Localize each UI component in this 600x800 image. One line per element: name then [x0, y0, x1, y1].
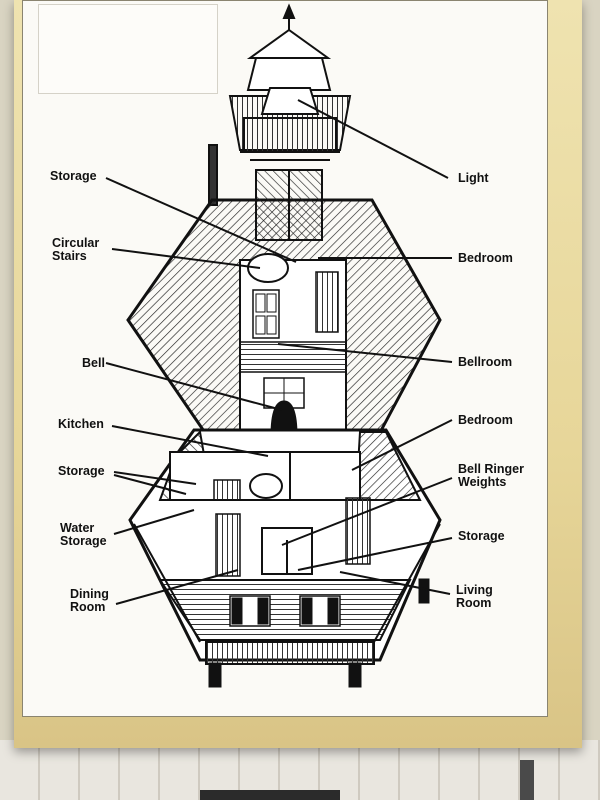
- leader-lines: [105, 99, 453, 605]
- label-bell-ringer-weights: Bell Ringer Weights: [458, 462, 524, 489]
- label-kitchen: Kitchen: [58, 417, 104, 431]
- label-bedroom-top: Bedroom: [458, 251, 513, 265]
- label-storage-right: Storage: [458, 529, 505, 543]
- label-bell: Bell: [82, 356, 105, 370]
- label-dining-room: Dining Room: [70, 587, 109, 614]
- label-bellroom: Bellroom: [458, 355, 513, 369]
- label-bedroom-lower: Bedroom: [458, 413, 513, 427]
- label-circular-stairs: Circular Stairs: [52, 236, 100, 263]
- blank-placard: [38, 4, 218, 94]
- label-water-storage: Water Storage: [60, 521, 107, 548]
- label-storage-top: Storage: [50, 169, 97, 183]
- chimney-pipe: [208, 144, 218, 206]
- label-living-room: Living Room: [456, 583, 493, 610]
- label-storage-mid: Storage: [58, 464, 105, 478]
- frame-bracket: [520, 760, 534, 800]
- wall-mount: [200, 790, 340, 800]
- label-light: Light: [458, 171, 489, 185]
- lantern-room: [228, 3, 352, 161]
- upper-roof: [126, 169, 442, 442]
- lower-deck: [128, 428, 442, 688]
